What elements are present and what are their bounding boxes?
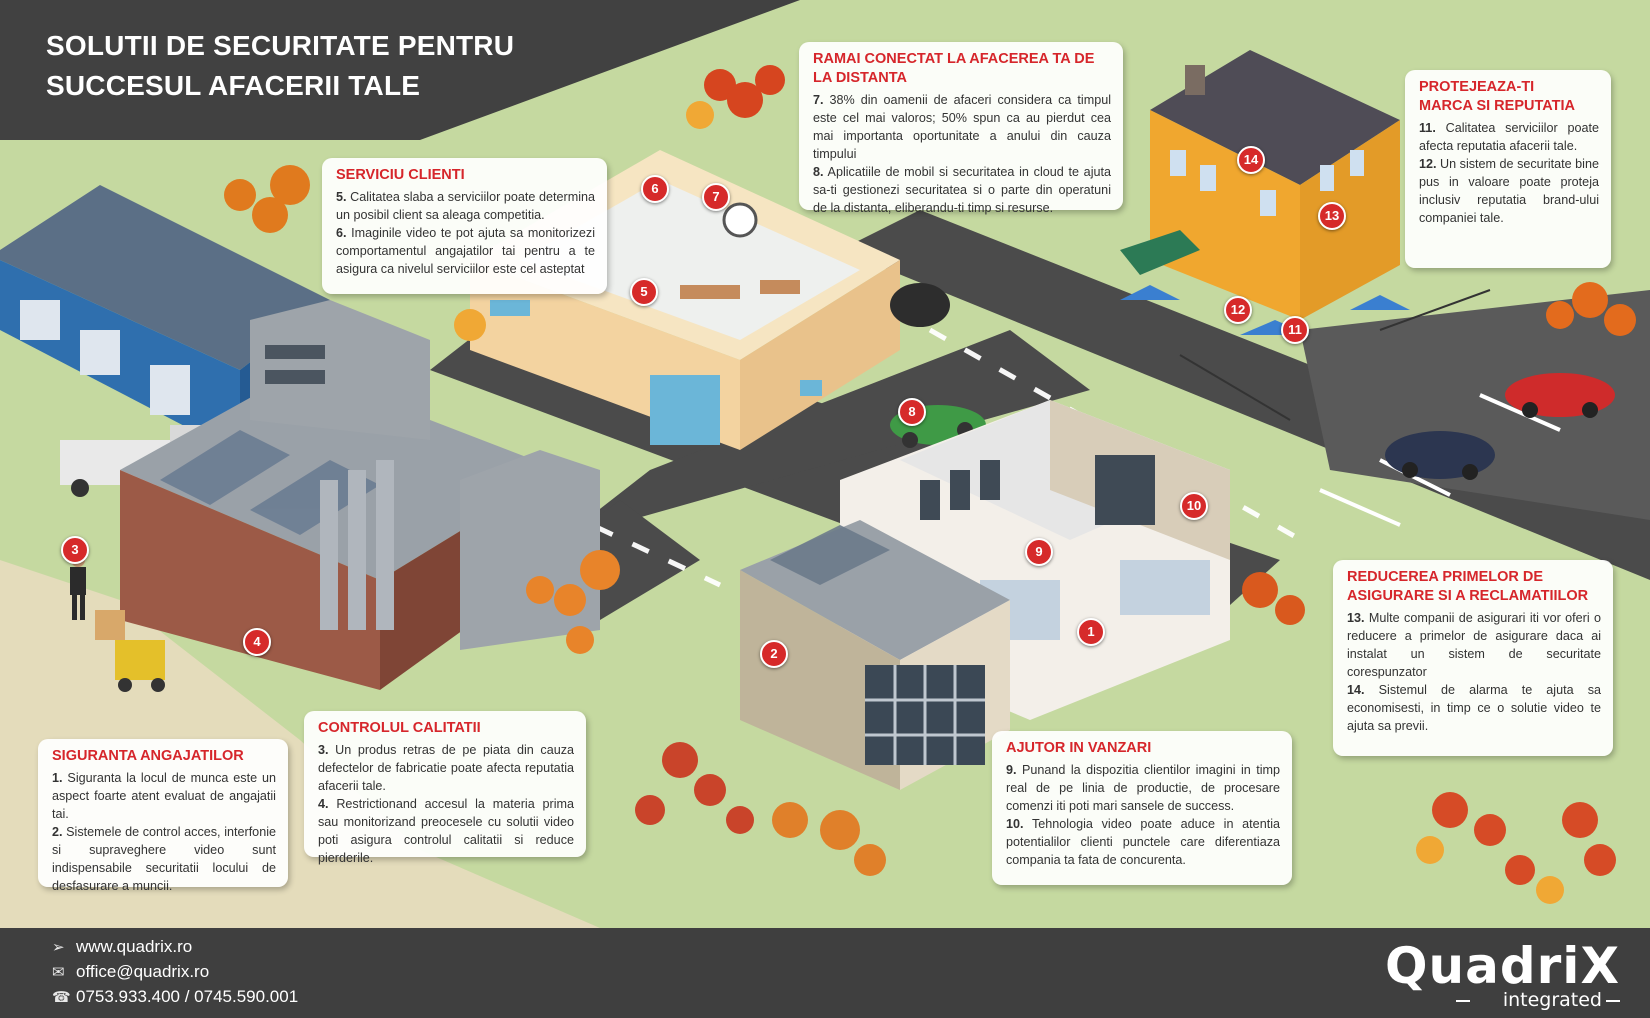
- marker-14: 14: [1237, 146, 1265, 174]
- card-item: 2. Sistemele de control acces, interfoni…: [52, 825, 276, 893]
- website-link[interactable]: www.quadrix.ro: [76, 937, 193, 956]
- card-title: SIGURANTA ANGAJATILOR: [52, 748, 244, 764]
- phone-numbers: 0753.933.400 / 0745.590.001: [76, 987, 299, 1006]
- footer-website[interactable]: ➢ www.quadrix.ro: [52, 936, 192, 959]
- card-siguranta-angajatilor: SIGURANTA ANGAJATILOR 1. Siguranta la lo…: [38, 739, 288, 893]
- shop-building: [1120, 50, 1410, 335]
- card-item: 8. Aplicatiile de mobil si securitatea i…: [813, 165, 1111, 215]
- marker-6: 6: [641, 175, 669, 203]
- card-serviciu-clienti: SERVICIU CLIENTI 5. Calitatea slaba a se…: [322, 158, 607, 294]
- page-title-line2: SUCCESUL AFACERII TALE: [46, 70, 421, 101]
- marker-4: 4: [243, 628, 271, 656]
- phone-icon: ☎: [52, 989, 71, 1006]
- marker-7: 7: [702, 183, 730, 211]
- quadrix-logo: QuadriX integrated: [1360, 938, 1620, 1012]
- arrow-icon: ➢: [52, 939, 65, 956]
- envelope-icon: ✉: [52, 964, 65, 981]
- card-item: 3. Un produs retras de pe piata din cauz…: [318, 743, 575, 793]
- card-title: CONTROLUL CALITATII: [318, 720, 481, 736]
- marker-5: 5: [630, 278, 658, 306]
- black-car: [890, 283, 950, 327]
- forklift: [95, 610, 165, 692]
- logo-dash-right: [1606, 1000, 1620, 1002]
- fence: [1179, 289, 1491, 421]
- trees: [224, 65, 1636, 904]
- marker-13: 13: [1318, 202, 1346, 230]
- card-item: 7. 38% din oamenii de afaceri considera …: [813, 93, 1112, 161]
- card-item: 14. Sistemul de alarma te ajuta sa econo…: [1347, 683, 1602, 733]
- header-bar: [0, 0, 800, 140]
- card-item: 12. Un sistem de securitate bine pus in …: [1419, 157, 1599, 225]
- marker-2: 2: [760, 640, 788, 668]
- logo-tagline: integrated: [1502, 989, 1602, 1011]
- marker-11: 11: [1281, 316, 1309, 344]
- card-item: 4. Restrictionand accesul la materia pri…: [318, 797, 575, 865]
- card-item: 9. Punand la dispozitia clientilor imagi…: [1006, 763, 1281, 813]
- email-link[interactable]: office@quadrix.ro: [76, 962, 210, 981]
- card-title: SERVICIU CLIENTI: [336, 167, 465, 183]
- marker-1: 1: [1077, 618, 1105, 646]
- marker-8: 8: [898, 398, 926, 426]
- card-item: 6. Imaginile video te pot ajuta sa monit…: [336, 226, 596, 276]
- navy-car: [1385, 431, 1495, 480]
- card-item: 1. Siguranta la locul de munca este un a…: [52, 771, 277, 821]
- red-car: [1505, 373, 1615, 418]
- card-controlul-calitatii: CONTROLUL CALITATII 3. Un produs retras …: [304, 711, 586, 865]
- page-title: SOLUTII DE SECURITATE PENTRU SUCCESUL AF…: [46, 26, 514, 106]
- footer-email[interactable]: ✉ office@quadrix.ro: [52, 961, 209, 984]
- footer-phone: ☎ 0753.933.400 / 0745.590.001: [52, 986, 298, 1009]
- logo-dash-left: [1456, 1000, 1470, 1002]
- marker-12: 12: [1224, 296, 1252, 324]
- card-item: 13. Multe companii de asigurari iti vor …: [1347, 611, 1602, 679]
- card-title: AJUTOR IN VANZARI: [1006, 740, 1152, 756]
- logo-name: QuadriX: [1385, 937, 1620, 995]
- marker-10: 10: [1180, 492, 1208, 520]
- card-ajutor-vanzari: AJUTOR IN VANZARI 9. Punand la dispoziti…: [992, 731, 1292, 885]
- card-item: 5. Calitatea slaba a serviciilor poate d…: [336, 190, 596, 222]
- card-item: 10. Tehnologia video poate aduce in aten…: [1006, 817, 1280, 867]
- marker-9: 9: [1025, 538, 1053, 566]
- marker-3: 3: [61, 536, 89, 564]
- page-title-line1: SOLUTII DE SECURITATE PENTRU: [46, 30, 515, 61]
- card-item: 11. Calitatea serviciilor poate afecta r…: [1419, 121, 1599, 153]
- footer-bar: [0, 928, 1650, 1018]
